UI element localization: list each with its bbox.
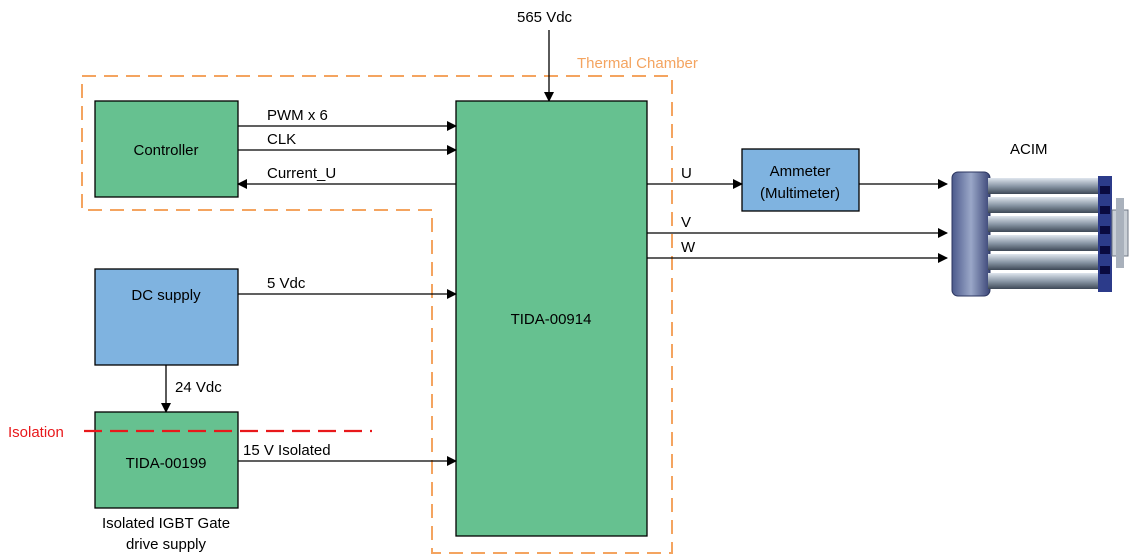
tida-00914-label: TIDA-00914 bbox=[511, 311, 592, 328]
ammeter-block bbox=[741, 148, 860, 212]
controller-label: Controller bbox=[133, 142, 198, 159]
isolation-label: Isolation bbox=[8, 424, 64, 441]
vdc5-label: 5 Vdc bbox=[267, 275, 306, 292]
isolated-desc-2: drive supply bbox=[126, 536, 207, 553]
iso15-label: 15 V Isolated bbox=[243, 442, 331, 459]
clk-label: CLK bbox=[267, 131, 296, 148]
thermal-chamber-label: Thermal Chamber bbox=[577, 55, 698, 72]
supply-565-label: 565 Vdc bbox=[517, 9, 573, 26]
w-label: W bbox=[681, 239, 696, 256]
controller-block bbox=[94, 100, 239, 198]
thermal-chamber-boundary bbox=[81, 75, 673, 554]
tida-00199-block bbox=[94, 411, 239, 509]
vdc24-label: 24 Vdc bbox=[175, 379, 222, 396]
acim-motor-icon bbox=[951, 171, 1129, 297]
ammeter-label-2: (Multimeter) bbox=[760, 185, 840, 202]
tida-00199-label: TIDA-00199 bbox=[126, 455, 207, 472]
pwm-label: PWM x 6 bbox=[267, 107, 328, 124]
acim-label: ACIM bbox=[1010, 141, 1048, 158]
isolated-desc-1: Isolated IGBT Gate bbox=[102, 515, 230, 532]
current-u-label: Current_U bbox=[267, 165, 336, 182]
ammeter-label-1: Ammeter bbox=[770, 163, 831, 180]
dc-supply-block bbox=[94, 268, 239, 366]
v-label: V bbox=[681, 214, 691, 231]
dc-supply-label: DC supply bbox=[131, 287, 201, 304]
tida-00914-block bbox=[455, 100, 648, 537]
u-label: U bbox=[681, 165, 692, 182]
